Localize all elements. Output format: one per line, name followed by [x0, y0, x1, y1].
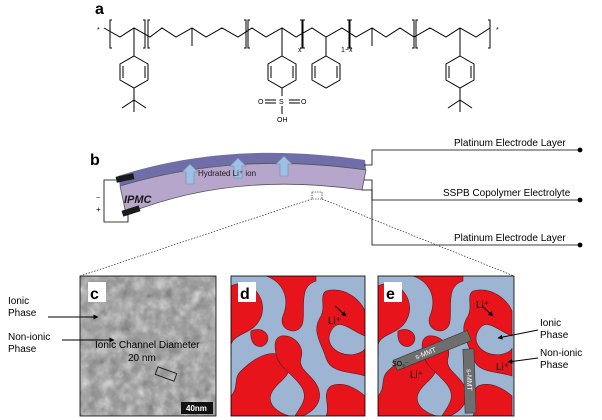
- ipmc-strip: [79, 147, 583, 277]
- e-ionic-label-2: Phase: [540, 330, 569, 341]
- channel-marker: [154, 366, 178, 382]
- tem-nonionic-label-1: Non-ionic: [8, 332, 50, 343]
- panel-b-letter: b: [90, 152, 100, 169]
- electrolyte-label: SSPB Copolymer Electrolyte: [443, 188, 571, 199]
- scalebar-label: 40nm: [186, 404, 207, 413]
- polymer-structure: [103, 19, 491, 114]
- subscript-x: x: [298, 47, 302, 54]
- e-lithium-ion-2: Li⁺: [410, 370, 423, 381]
- panel-e-letter: e: [386, 286, 395, 303]
- hydroxyl-group: OH: [277, 117, 288, 124]
- panel-d-letter: d: [240, 286, 250, 303]
- tem-ionic-label-1: Ionic: [8, 296, 29, 307]
- end-star-left: *: [97, 27, 100, 34]
- oxygen-left: O: [258, 99, 264, 106]
- d-lithium-ion: Li⁺: [328, 316, 341, 327]
- clay-label-2: s-MMT: [465, 369, 473, 392]
- panel-c-letter: c: [90, 286, 99, 303]
- panel-a-letter: a: [95, 1, 104, 18]
- plus-sign: +: [96, 205, 101, 214]
- e-lithium-ion-1: Li⁺: [476, 300, 489, 311]
- oxygen-right: O: [301, 99, 307, 106]
- panel-c-badge: [88, 282, 106, 302]
- scalebar-bg: [181, 402, 213, 414]
- tem-ionic-label-2: Phase: [8, 308, 37, 319]
- e-lithium-ion-3: Li⁺: [496, 362, 509, 373]
- end-star-right: *: [496, 27, 499, 34]
- tem-nonionic-label-2: Phase: [8, 344, 37, 355]
- hydrated-ion-label: Hydrated Li⁺ ion: [198, 169, 256, 178]
- top-electrode-label: Platinum Electrode Layer: [454, 138, 566, 149]
- channel-label-2: 20 nm: [128, 353, 156, 364]
- sulfur-atom: S: [279, 99, 284, 106]
- clay-platelet-1: [392, 329, 472, 371]
- e-nonionic-label-2: Phase: [540, 360, 569, 371]
- minus-sign: −: [96, 195, 100, 202]
- subscript-1-x: 1−x: [341, 47, 353, 54]
- clay-platelet-2: [462, 348, 477, 414]
- ipmc-label: IPMC: [124, 194, 153, 206]
- tem-frame: [79, 275, 217, 417]
- e-nonionic-label-1: Non-ionic: [540, 348, 582, 359]
- channel-label-1: Ionic Channel Diameter: [95, 340, 200, 351]
- panel-d-badge: [238, 282, 256, 302]
- e-ionic-label-1: Ionic: [540, 318, 561, 329]
- bottom-electrode-label: Platinum Electrode Layer: [454, 233, 566, 244]
- sulfonate-label: SO₃⁻: [392, 361, 409, 368]
- panel-e-badge: [384, 282, 402, 302]
